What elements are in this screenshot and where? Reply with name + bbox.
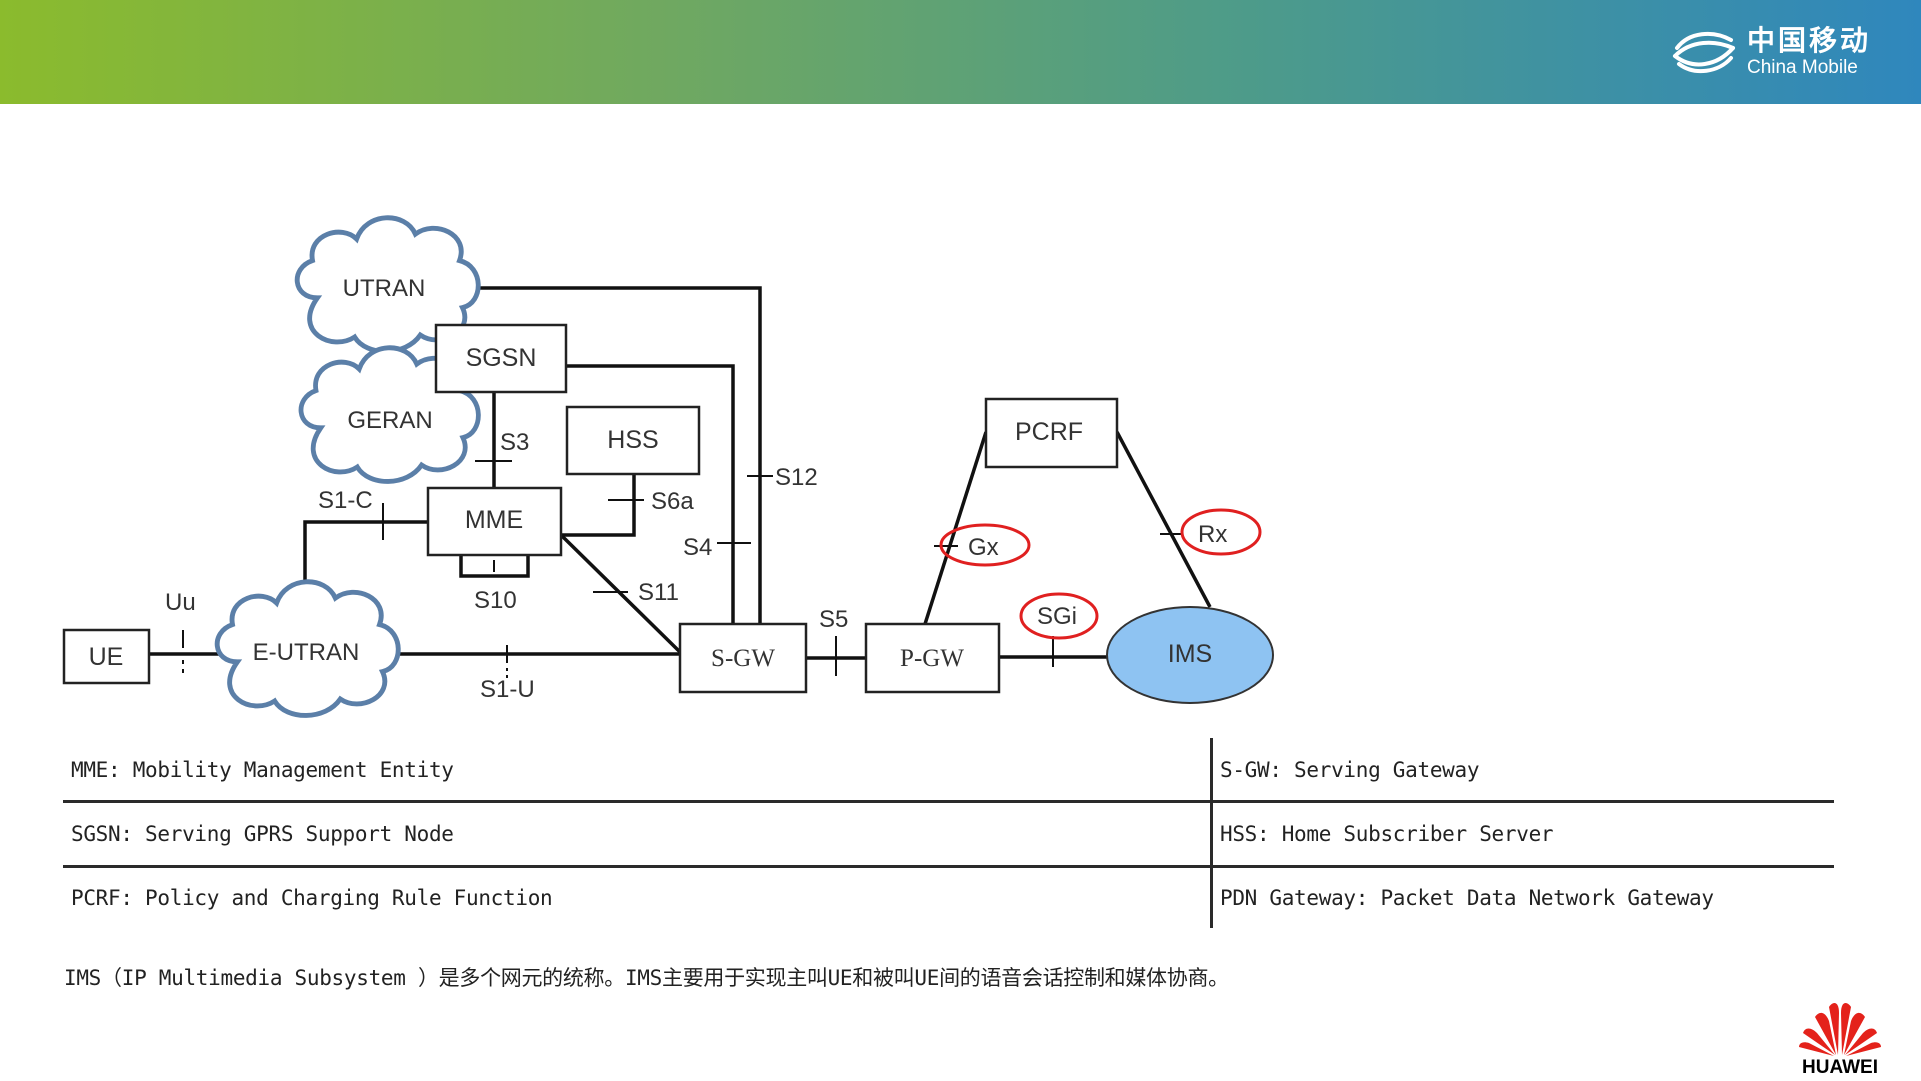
interface-s3-label: S3: [500, 429, 529, 456]
glossary-term-sgw: S-GW: Serving Gateway: [1220, 758, 1480, 782]
utran-cloud: UTRAN: [297, 218, 478, 352]
glossary-divider: [63, 800, 1834, 803]
sgi-highlight-ring: [1019, 592, 1099, 640]
geran-cloud: GERAN: [301, 348, 478, 482]
ue-label: UE: [89, 643, 124, 671]
connection-lines: [149, 286, 1212, 660]
interface-gx-label: Gx: [968, 534, 999, 561]
glossary-term-pdn-gateway: PDN Gateway: Packet Data Network Gateway: [1220, 886, 1714, 910]
mme-box: [426, 486, 563, 557]
utran-label: UTRAN: [343, 275, 426, 302]
gx-highlight-ring: [939, 523, 1031, 567]
eutran-cloud: E-UTRAN: [217, 582, 398, 716]
link-hss-mme: [561, 474, 636, 537]
interface-tick-marks: [182, 460, 1182, 680]
ims-label: IMS: [1168, 640, 1212, 668]
mme-label: MME: [465, 506, 523, 534]
brand-chinese: 中国移动: [1746, 24, 1871, 57]
pcrf-box: [984, 397, 1119, 469]
glossary-term-sgsn: SGSN: Serving GPRS Support Node: [71, 822, 454, 846]
ims-description-note: IMS（IP Multimedia Subsystem ）是多个网元的统称。IM…: [64, 966, 1229, 990]
brand-english: China Mobile: [1746, 57, 1858, 78]
link-mme-s10: [459, 555, 530, 578]
rx-highlight-ring: [1180, 508, 1262, 556]
glossary-row: SGSN: Serving GPRS Support Node HSS: Hom…: [63, 802, 1834, 866]
interface-s12-label: S12: [775, 464, 818, 491]
glossary-row: PCRF: Policy and Charging Rule Function …: [63, 866, 1834, 930]
sgw-box: [678, 622, 808, 694]
interface-s6a-label: S6a: [651, 488, 694, 515]
glossary-column-divider: [1210, 738, 1213, 928]
sgsn-label: SGSN: [466, 344, 537, 372]
ims-ellipse: [1106, 606, 1274, 704]
glossary-term-mme: MME: Mobility Management Entity: [71, 758, 454, 782]
glossary-divider: [63, 865, 1834, 868]
interface-s4-label: S4: [683, 534, 712, 561]
pgw-label: P-GW: [900, 645, 964, 672]
interface-s5-label: S5: [819, 606, 848, 633]
glossary-term-hss: HSS: Home Subscriber Server: [1220, 822, 1554, 846]
interface-s1c-label: S1-C: [318, 487, 373, 514]
pgw-box: [864, 622, 1001, 694]
huawei-logo: HUAWEI: [1795, 995, 1885, 1081]
huawei-petal-icon: [1799, 1003, 1881, 1056]
sgsn-box: [434, 323, 568, 394]
huawei-wordmark: HUAWEI: [1802, 1057, 1878, 1078]
hss-label: HSS: [607, 426, 658, 454]
glossary-term-pcrf: PCRF: Policy and Charging Rule Function: [71, 886, 553, 910]
link-utran-sgw: [466, 286, 762, 624]
pcrf-label: PCRF: [1015, 418, 1083, 446]
interface-s10-label: S10: [474, 587, 517, 614]
link-mme-eutran: [303, 520, 428, 598]
link-pgw-pcrf: [923, 431, 988, 625]
slide-header-banner: 中国移动 China Mobile: [0, 0, 1921, 104]
china-mobile-logo: 中国移动 China Mobile: [1671, 22, 1871, 82]
china-mobile-swirl-icon: [1672, 31, 1735, 74]
interface-s1u-label: S1-U: [480, 676, 535, 703]
interface-rx-label: Rx: [1198, 521, 1227, 548]
eutran-label: E-UTRAN: [253, 639, 360, 666]
interface-uu-label: Uu: [165, 589, 196, 616]
link-sgsn-sgw: [566, 364, 735, 624]
interface-sgi-label: SGi: [1037, 603, 1077, 630]
interface-s11-label: S11: [638, 579, 679, 606]
link-mme-sgw: [559, 533, 682, 654]
ue-box: [62, 628, 151, 685]
link-pcrf-ims: [1115, 431, 1212, 608]
geran-label: GERAN: [347, 407, 432, 434]
glossary-row: MME: Mobility Management Entity S-GW: Se…: [63, 738, 1834, 802]
hss-box: [565, 405, 701, 476]
sgw-label: S-GW: [711, 645, 775, 672]
